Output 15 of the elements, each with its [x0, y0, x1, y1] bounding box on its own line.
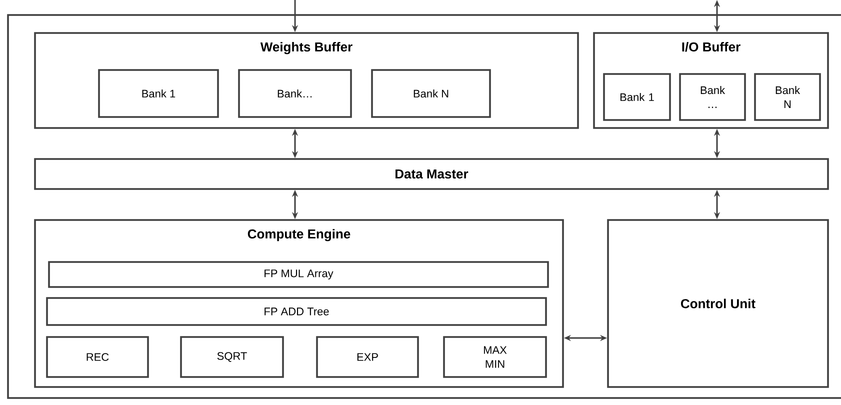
unit-box: SQRT — [180, 336, 284, 378]
unit-box: Bank… — [238, 69, 352, 118]
unit-box: FP MUL Array — [48, 261, 549, 288]
unit-box: REC — [46, 336, 149, 378]
outer-frame — [7, 14, 841, 399]
unit-box: Bank … — [679, 73, 746, 121]
unit-box: EXP — [316, 336, 419, 378]
block-box: Control Unit — [607, 219, 829, 388]
block-box: Data Master — [34, 158, 829, 190]
unit-box: Bank 1 — [98, 69, 219, 118]
unit-box: Bank N — [371, 69, 491, 118]
unit-box: Bank N — [754, 73, 821, 121]
unit-box: Bank 1 — [603, 73, 671, 121]
unit-box: MAX MIN — [443, 336, 547, 378]
unit-box: FP ADD Tree — [46, 297, 547, 326]
